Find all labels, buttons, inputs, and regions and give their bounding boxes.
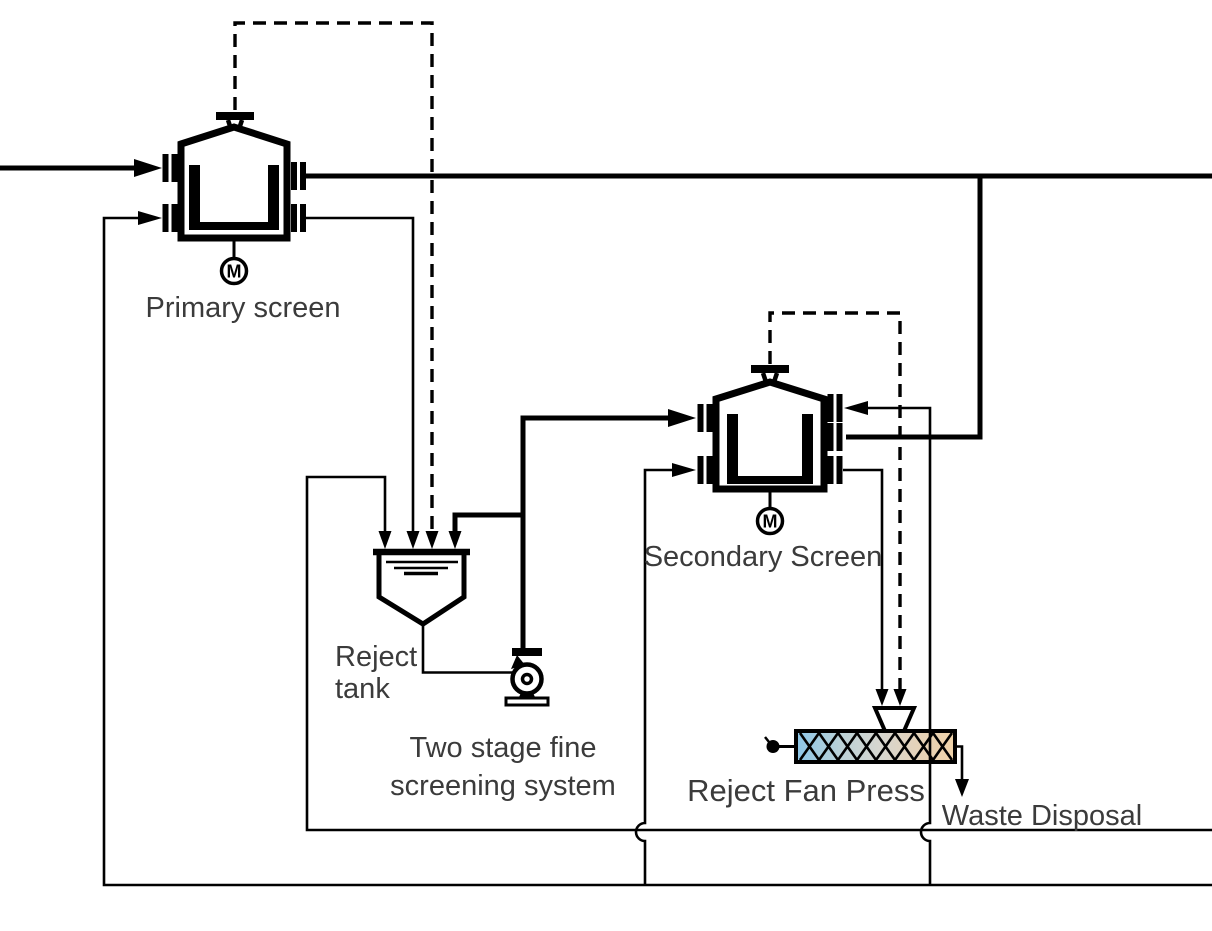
- primary-flange: [300, 204, 306, 232]
- pipe-riser-secondary-lower-inlet: [634, 468, 672, 885]
- labels: Primary screen Secondary Screen Reject t…: [146, 292, 1143, 832]
- primary-flange: [300, 162, 306, 190]
- dashed-primary-to-tank: [233, 21, 434, 533]
- arrow-main-inlet: [134, 159, 162, 177]
- secondary-screen-symbol: M: [697, 365, 843, 536]
- primary-flange: [291, 162, 297, 190]
- arrow-dilution-secondary: [672, 463, 696, 477]
- secondary-basket-right: [802, 414, 813, 484]
- reject-tank-symbol: [373, 548, 470, 627]
- primary-flange: [171, 204, 178, 232]
- pipe-secondary-accept-riser: [846, 176, 983, 440]
- pipe-recirculation-to-tank: [452, 512, 523, 533]
- primary-vessel-body: [177, 123, 291, 242]
- arrow-hopper-in-solid: [875, 689, 889, 706]
- secondary-flange: [827, 394, 834, 422]
- press-motor-icon: [766, 740, 780, 753]
- arrow-secondary-feed: [668, 409, 696, 427]
- system-title-line2: screening system: [390, 770, 616, 802]
- pipe-return-to-reject-tank: [305, 475, 1212, 832]
- pipe-dilution-bottom-header: [102, 216, 1212, 887]
- pipe-secondary-reject-to-press: [843, 468, 884, 692]
- press-screw-zigzag-up: [798, 730, 954, 763]
- arrow-tank-in-recirc: [448, 531, 462, 549]
- secondary-basket-bottom: [727, 476, 813, 484]
- waste-disposal-label: Waste Disposal: [942, 800, 1142, 832]
- pump-baseplate: [504, 696, 550, 707]
- primary-flange: [162, 154, 169, 182]
- arrow-tank-in-2: [406, 531, 420, 549]
- pipes-thin: [102, 216, 1212, 887]
- secondary-flange: [827, 456, 834, 484]
- secondary-flange: [706, 404, 713, 432]
- pump-symbol: [504, 648, 550, 707]
- secondary-flange: [697, 456, 704, 484]
- press-motor-stub: [764, 736, 770, 743]
- secondary-motor-icon: [755, 506, 785, 536]
- primary-flange: [291, 204, 297, 232]
- pipe-waste-outlet: [955, 745, 964, 780]
- secondary-vessel-body: [712, 378, 828, 493]
- secondary-screen-label: Secondary Screen: [644, 541, 883, 573]
- reject-tank-label-line2: tank: [335, 673, 390, 705]
- pump-discharge-cap: [512, 648, 542, 656]
- system-title-line1: Two stage fine: [410, 732, 597, 764]
- secondary-top-nozzle-flange: [751, 365, 789, 373]
- secondary-flange: [827, 423, 834, 451]
- primary-basket-left: [189, 165, 200, 230]
- secondary-flange: [836, 456, 843, 484]
- secondary-flange: [706, 456, 713, 484]
- reject-tank-label-line1: Reject: [335, 641, 417, 673]
- pipe-pump-discharge-to-secondary: [520, 415, 670, 650]
- arrow-waste-disposal: [955, 779, 969, 797]
- arrow-hopper-in-dashed: [893, 689, 907, 706]
- primary-motor-letter: M: [227, 262, 242, 282]
- arrow-dilution-primary: [138, 211, 162, 225]
- pipe-primary-reject: [306, 216, 415, 533]
- press-screw-zigzag-down: [798, 730, 954, 763]
- arrow-secondary-upper-right: [844, 401, 868, 415]
- primary-motor-icon: [219, 256, 249, 286]
- dashed-secondary-to-press: [768, 311, 902, 692]
- secondary-motor-letter: M: [763, 512, 778, 532]
- pump-volute-tongue: [511, 655, 525, 669]
- pipe-pump-suction: [421, 618, 514, 674]
- pump-hub: [520, 672, 534, 686]
- arrow-tank-in-1: [378, 531, 392, 549]
- primary-basket-right: [268, 165, 279, 230]
- primary-flange: [162, 204, 169, 232]
- primary-top-nozzle-flange: [216, 112, 254, 120]
- reject-fan-press-symbol: [764, 706, 957, 764]
- flow-arrows: [134, 159, 969, 797]
- primary-screen-symbol: M: [162, 112, 306, 286]
- secondary-flange: [697, 404, 704, 432]
- secondary-basket-left: [727, 414, 738, 484]
- reject-fan-press-label: Reject Fan Press: [687, 773, 925, 808]
- pipes-thick: [0, 165, 1212, 650]
- secondary-flange: [836, 423, 843, 451]
- press-feed-hopper: [871, 706, 918, 733]
- arrow-tank-in-dashed: [425, 531, 439, 549]
- primary-basket-bottom: [189, 222, 279, 230]
- primary-screen-label: Primary screen: [146, 292, 341, 324]
- primary-flange: [171, 154, 178, 182]
- pipes-dashed: [233, 21, 902, 692]
- secondary-flange: [836, 394, 843, 422]
